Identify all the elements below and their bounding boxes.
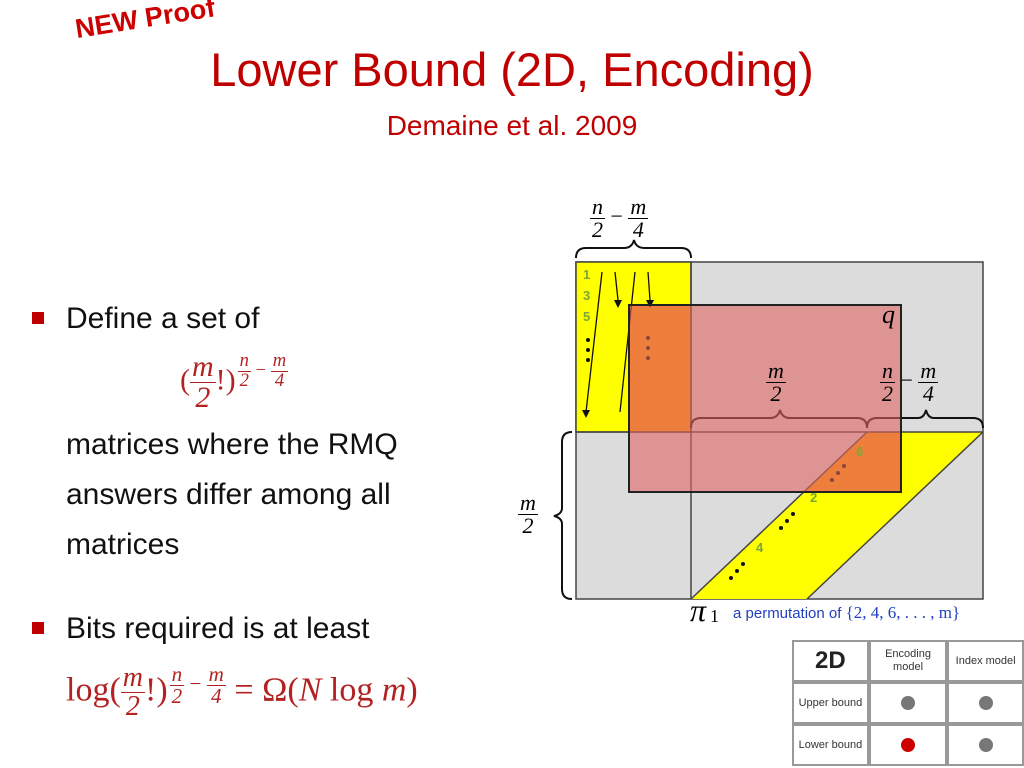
bullet-2-intro: Bits required is at least (66, 612, 370, 645)
legend-corner: 2D (792, 640, 869, 682)
bullet-1-line-2: answers differ among all (66, 478, 391, 511)
bullet-1-line-1: matrices where the RMQ (66, 428, 398, 461)
column-number-5: 5 (583, 309, 591, 324)
pi-subscript: 1 (710, 606, 719, 626)
diag-dot-c2 (735, 569, 739, 573)
formula-log: log( (66, 671, 121, 709)
legend-header-index: Index model (947, 640, 1024, 682)
diag-dot-c3 (741, 562, 745, 566)
formula-factorial: !) (215, 363, 236, 397)
red-dot-icon (901, 738, 916, 752)
arrow-line-2 (614, 271, 619, 301)
bullet-marker-1 (32, 312, 44, 324)
diag-number-2: 2 (810, 490, 818, 505)
gray-dot-icon (901, 696, 916, 710)
diag-dot-b2 (785, 519, 789, 523)
legend-cell-lower-index (947, 724, 1024, 766)
diag-number-4: 4 (756, 540, 764, 555)
arrow-head-2 (614, 300, 622, 308)
slide-subtitle: Demaine et al. 2009 (386, 110, 638, 141)
legend-cell-upper-index (947, 682, 1024, 724)
column-number-3: 3 (583, 288, 591, 303)
diag-dot-b3 (791, 512, 795, 516)
pi-symbol: π (690, 592, 707, 628)
arrow-line-4 (647, 271, 651, 301)
slide-title: Lower Bound (2D, Encoding) (210, 43, 814, 96)
q-label: q (882, 300, 895, 329)
column-dot-2 (586, 348, 590, 352)
diagonal-right-edge (806, 431, 984, 600)
legend-row-upper: Upper bound (792, 682, 869, 724)
yellow-diagonal-band (691, 432, 983, 599)
legend-header-encoding: Encoding model (868, 640, 948, 682)
brace-left (553, 431, 573, 600)
gray-dot-icon (978, 696, 993, 710)
permutation-caption: a permutation of {2, 4, 6, . . . , m} (733, 603, 961, 622)
column-dot-1 (586, 338, 590, 342)
diag-dot-c1 (729, 576, 733, 580)
query-rectangle (628, 304, 902, 493)
arrow-head-1 (582, 410, 590, 418)
diag-number-6: 6 (856, 444, 864, 459)
column-number-1: 1 (583, 267, 591, 282)
legend-row-lower: Lower bound (792, 724, 869, 766)
bullet-1-line-3: matrices (66, 528, 180, 561)
column-dot-3 (586, 358, 590, 362)
result-legend-table: 2D Encoding model Index model Upper boun… (792, 640, 1024, 766)
arrow-line-1 (585, 271, 603, 413)
permutation-set: {2, 4, 6, . . . , m} (845, 603, 961, 622)
legend-cell-upper-encoding (868, 682, 948, 724)
legend-cell-lower-encoding (868, 724, 948, 766)
bullet-1-intro: Define a set of (66, 302, 260, 335)
bullet-marker-2 (32, 622, 44, 634)
arrow-line-3 (619, 271, 636, 413)
diag-dot-b1 (779, 526, 783, 530)
gray-dot-icon (978, 738, 993, 752)
formula-paren: ( (180, 363, 190, 397)
brace-top (575, 239, 692, 259)
